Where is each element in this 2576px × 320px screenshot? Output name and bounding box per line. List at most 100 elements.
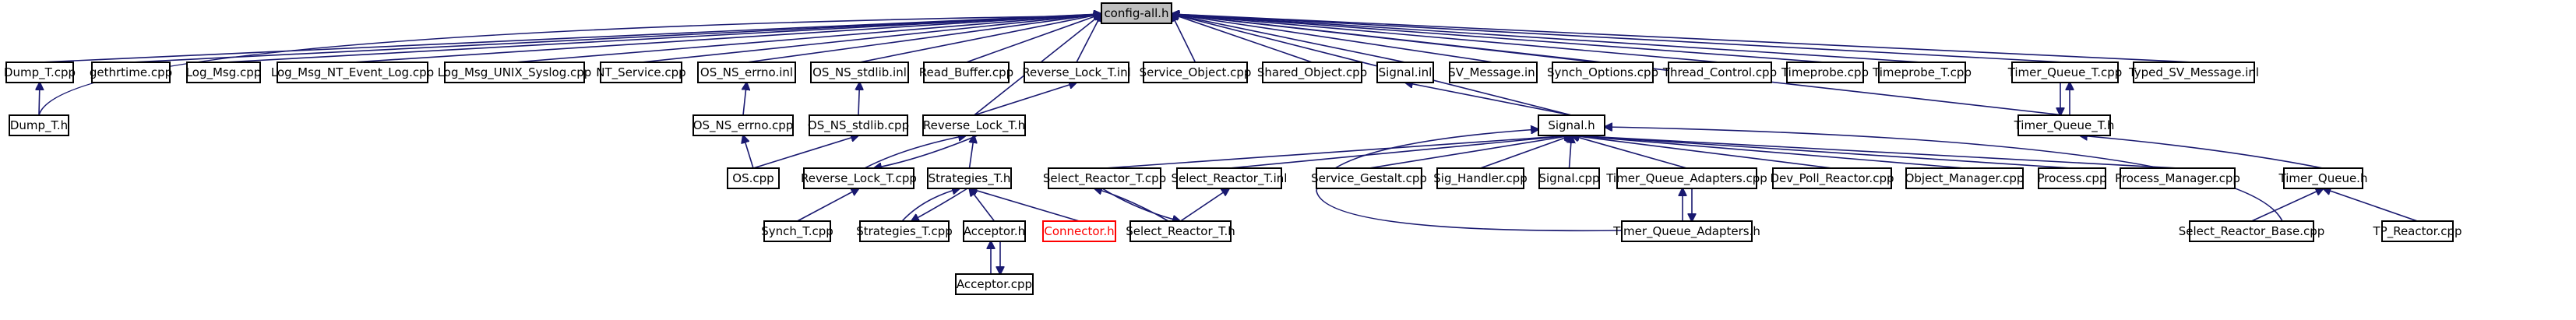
node-timeprobe-t-cpp[interactable]: Timeprobe_T.cpp	[1872, 62, 1972, 83]
node-box[interactable]	[1538, 114, 1605, 136]
node-box[interactable]	[692, 114, 794, 136]
node-box[interactable]	[1786, 62, 1864, 83]
node-select-reactor-t-inl[interactable]: Select_Reactor_T.inl	[1172, 167, 1288, 189]
node-box[interactable]	[1262, 62, 1362, 83]
node-object-manager-cpp[interactable]: Object_Manager.cpp	[1905, 167, 2025, 189]
node-config-all-h[interactable]: config-all.h	[1101, 2, 1172, 24]
node-timer-queue-t-h[interactable]: Timer_Queue_T.h	[2014, 114, 2115, 136]
node-box[interactable]	[963, 220, 1026, 242]
node-box[interactable]	[1316, 167, 1422, 189]
node-synch-options-cpp[interactable]: Synch_Options.cpp	[1547, 62, 1658, 83]
node-reverse-lock-t-cpp[interactable]: Reverse_Lock_T.cpp	[801, 167, 917, 189]
node-box[interactable]	[1668, 62, 1772, 83]
node-box[interactable]	[186, 62, 261, 83]
node-box[interactable]	[1552, 62, 1654, 83]
node-box[interactable]	[922, 114, 1026, 136]
node-dump-t-cpp[interactable]: Dump_T.cpp	[4, 62, 76, 83]
node-box[interactable]	[2120, 167, 2236, 189]
node-box[interactable]	[1024, 62, 1129, 83]
node-select-reactor-t-h[interactable]: Select_Reactor_T.h	[1126, 220, 1235, 242]
node-box[interactable]	[1538, 167, 1600, 189]
node-reverse-lock-t-h[interactable]: Reverse_Lock_T.h	[922, 114, 1026, 136]
node-box[interactable]	[810, 62, 909, 83]
node-box[interactable]	[1772, 167, 1892, 189]
node-select-reactor-base-cpp[interactable]: Select_Reactor_Base.cpp	[2179, 220, 2325, 242]
node-service-gestalt-cpp[interactable]: Service_Gestalt.cpp	[1311, 167, 1427, 189]
node-box[interactable]	[1048, 167, 1161, 189]
node-process-cpp[interactable]: Process.cpp	[2038, 167, 2107, 189]
node-os-ns-errno-cpp[interactable]: OS_NS_errno.cpp	[692, 114, 794, 136]
node-dump-t-h[interactable]: Dump_T.h	[9, 114, 69, 136]
node-read-buffer-cpp[interactable]: Read_Buffer.cpp	[919, 62, 1013, 83]
node-box[interactable]	[277, 62, 428, 83]
node-box[interactable]	[923, 62, 1010, 83]
node-box[interactable]	[803, 167, 914, 189]
node-box[interactable]	[2011, 62, 2119, 83]
node-signal-h[interactable]: Signal.h	[1538, 114, 1605, 136]
node-box[interactable]	[1878, 62, 1966, 83]
node-log-msg-unix-cpp[interactable]: Log_Msg_UNIX_Syslog.cpp	[438, 62, 592, 83]
node-gethrtime-cpp[interactable]: gethrtime.cpp	[90, 62, 172, 83]
node-signal-cpp[interactable]: Signal.cpp	[1538, 167, 1600, 189]
node-box[interactable]	[1101, 2, 1172, 24]
node-os-ns-errno-inl[interactable]: OS_NS_errno.inl	[697, 62, 796, 83]
node-dev-poll-reactor-cpp[interactable]: Dev_Poll_Reactor.cpp	[1770, 167, 1894, 189]
node-acceptor-h[interactable]: Acceptor.h	[963, 220, 1026, 242]
node-strategies-t-cpp[interactable]: Strategies_T.cpp	[856, 220, 953, 242]
node-box[interactable]	[697, 62, 796, 83]
node-sig-handler-cpp[interactable]: Sig_Handler.cpp	[1433, 167, 1528, 189]
node-signal-inl[interactable]: Signal.inl	[1376, 62, 1434, 83]
node-box[interactable]	[2381, 220, 2454, 242]
node-box[interactable]	[727, 167, 780, 189]
node-box[interactable]	[5, 62, 74, 83]
node-box[interactable]	[2189, 220, 2314, 242]
node-timer-queue-adapters-cpp[interactable]: Timer_Queue_Adapters.cpp	[1605, 167, 1767, 189]
node-timer-queue-t-cpp[interactable]: Timer_Queue_T.cpp	[2007, 62, 2123, 83]
node-service-object-cpp[interactable]: Service_Object.cpp	[1140, 62, 1252, 83]
node-box[interactable]	[1129, 220, 1232, 242]
node-strategies-t-h[interactable]: Strategies_T.h	[927, 167, 1012, 189]
node-box[interactable]	[809, 114, 908, 136]
node-os-cpp[interactable]: OS.cpp	[727, 167, 780, 189]
node-sv-message-inl[interactable]: SV_Message.inl	[1448, 62, 1538, 83]
node-tp-reactor-cpp[interactable]: TP_Reactor.cpp	[2372, 220, 2462, 242]
node-box[interactable]	[1376, 62, 1434, 83]
node-box[interactable]	[2017, 114, 2111, 136]
node-box[interactable]	[955, 273, 1034, 295]
node-timer-queue-h[interactable]: Timer_Queue.h	[2278, 167, 2368, 189]
node-connector-h[interactable]: Connector.h	[1042, 220, 1116, 242]
node-box[interactable]	[1621, 220, 1753, 242]
node-box[interactable]	[1616, 167, 1757, 189]
node-box[interactable]	[9, 114, 69, 136]
node-box[interactable]	[763, 220, 831, 242]
node-nt-service-cpp[interactable]: NT_Service.cpp	[596, 62, 686, 83]
node-synch-t-cpp[interactable]: Synch_T.cpp	[761, 220, 833, 242]
node-box[interactable]	[2133, 62, 2255, 83]
node-box[interactable]	[1176, 167, 1282, 189]
node-box[interactable]	[444, 62, 585, 83]
node-select-reactor-t-cpp[interactable]: Select_Reactor_T.cpp	[1043, 167, 1166, 189]
node-box[interactable]	[927, 167, 1012, 189]
node-timeprobe-cpp[interactable]: Timeprobe.cpp	[1781, 62, 1869, 83]
node-log-msg-cpp[interactable]: Log_Msg.cpp	[186, 62, 262, 83]
node-typed-sv-message-inl[interactable]: Typed_SV_Message.inl	[2128, 62, 2259, 83]
node-acceptor-cpp[interactable]: Acceptor.cpp	[955, 273, 1034, 295]
node-box[interactable]	[859, 220, 950, 242]
node-log-msg-nt-cpp[interactable]: Log_Msg_NT_Event_Log.cpp	[271, 62, 434, 83]
node-box[interactable]	[1436, 167, 1524, 189]
node-timer-queue-adapters-h[interactable]: Timer_Queue_Adapters.h	[1612, 220, 1760, 242]
node-box[interactable]	[1143, 62, 1248, 83]
node-box[interactable]	[1449, 62, 1538, 83]
node-thread-control-cpp[interactable]: Thread_Control.cpp	[1662, 62, 1777, 83]
node-box[interactable]	[600, 62, 682, 83]
node-box[interactable]	[91, 62, 171, 83]
node-os-ns-stdlib-cpp[interactable]: OS_NS_stdlib.cpp	[808, 114, 909, 136]
node-box[interactable]	[2283, 167, 2363, 189]
node-os-ns-stdlib-inl[interactable]: OS_NS_stdlib.inl	[810, 62, 909, 83]
node-process-manager-cpp[interactable]: Process_Manager.cpp	[2115, 167, 2240, 189]
node-box[interactable]	[1905, 167, 2024, 189]
node-reverse-lock-t-inl[interactable]: Reverse_Lock_T.inl	[1022, 62, 1131, 83]
node-shared-object-cpp[interactable]: Shared_Object.cpp	[1257, 62, 1367, 83]
node-box[interactable]	[2038, 167, 2106, 189]
node-box[interactable]	[1042, 220, 1116, 242]
